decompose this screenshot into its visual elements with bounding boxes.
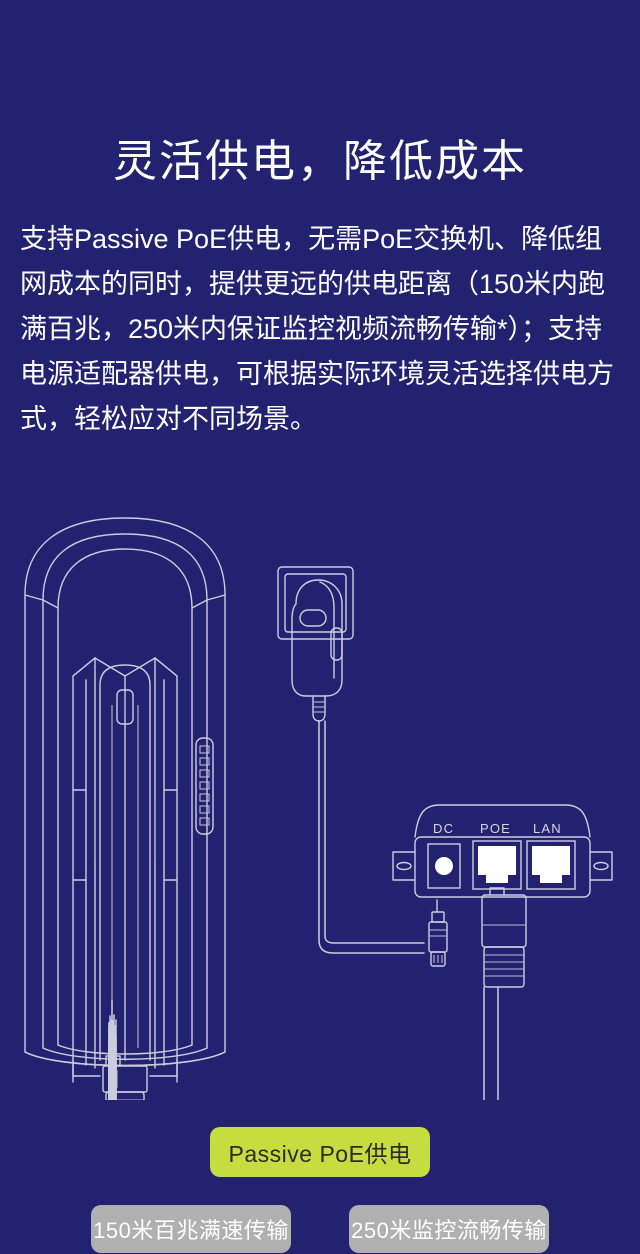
port-label-poe: POE xyxy=(480,821,511,836)
distance-250m-button[interactable]: 250米监控流畅传输 xyxy=(349,1205,549,1253)
ethernet-cable-outer-strand xyxy=(111,1051,115,1100)
passive-poe-button[interactable]: Passive PoE供电 xyxy=(210,1127,430,1177)
ethernet-cable-group xyxy=(483,986,499,1100)
port-label-dc: DC xyxy=(433,821,454,836)
dc-power-cable-strand-2 xyxy=(324,720,425,944)
distance-150m-button[interactable]: 150米百兆满速传输 xyxy=(91,1205,291,1253)
primary-button-row: Passive PoE供电 xyxy=(0,1127,640,1177)
dc-barrel-plug-icon xyxy=(428,899,448,967)
power-adapter-icon xyxy=(277,566,354,722)
body-paragraph: 支持Passive PoE供电，无需PoE交换机、降低组网成本的同时，提供更远的… xyxy=(20,224,614,434)
dc-power-cable xyxy=(318,720,425,954)
secondary-button-row: 150米百兆满速传输 250米监控流畅传输 xyxy=(0,1205,640,1253)
poe-injector-icon: DC POE LAN xyxy=(392,804,613,898)
cpe-device-icon xyxy=(24,517,226,1100)
power-topology-illustration: DC POE LAN xyxy=(0,500,640,1100)
rj45-plug-icon xyxy=(481,887,527,988)
port-label-lan: LAN xyxy=(533,821,562,836)
page-title: 灵活供电，降低成本 xyxy=(113,137,527,187)
